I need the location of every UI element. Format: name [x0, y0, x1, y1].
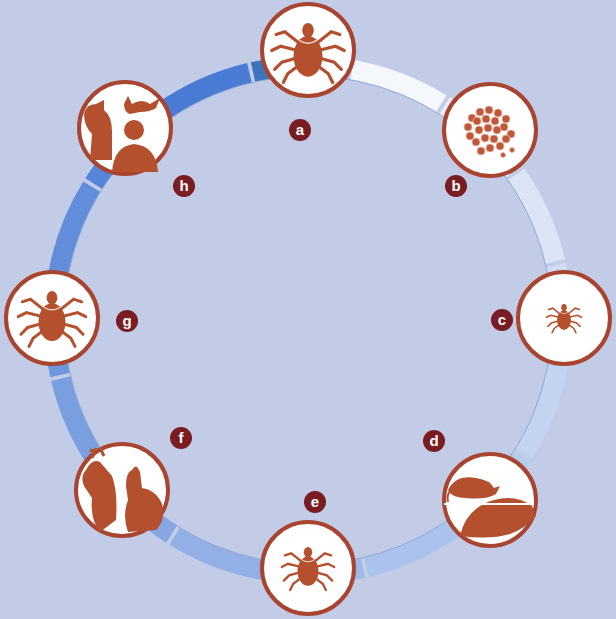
callout-letter: d: [423, 430, 445, 452]
callout-letter: e: [304, 491, 326, 513]
callout-letter: f: [170, 427, 192, 449]
callout-letter: g: [116, 310, 138, 332]
callout-letter: c: [491, 309, 513, 331]
callout-letter: b: [445, 175, 467, 197]
callout-letter: h: [173, 175, 195, 197]
callout-letter: a: [289, 119, 311, 141]
